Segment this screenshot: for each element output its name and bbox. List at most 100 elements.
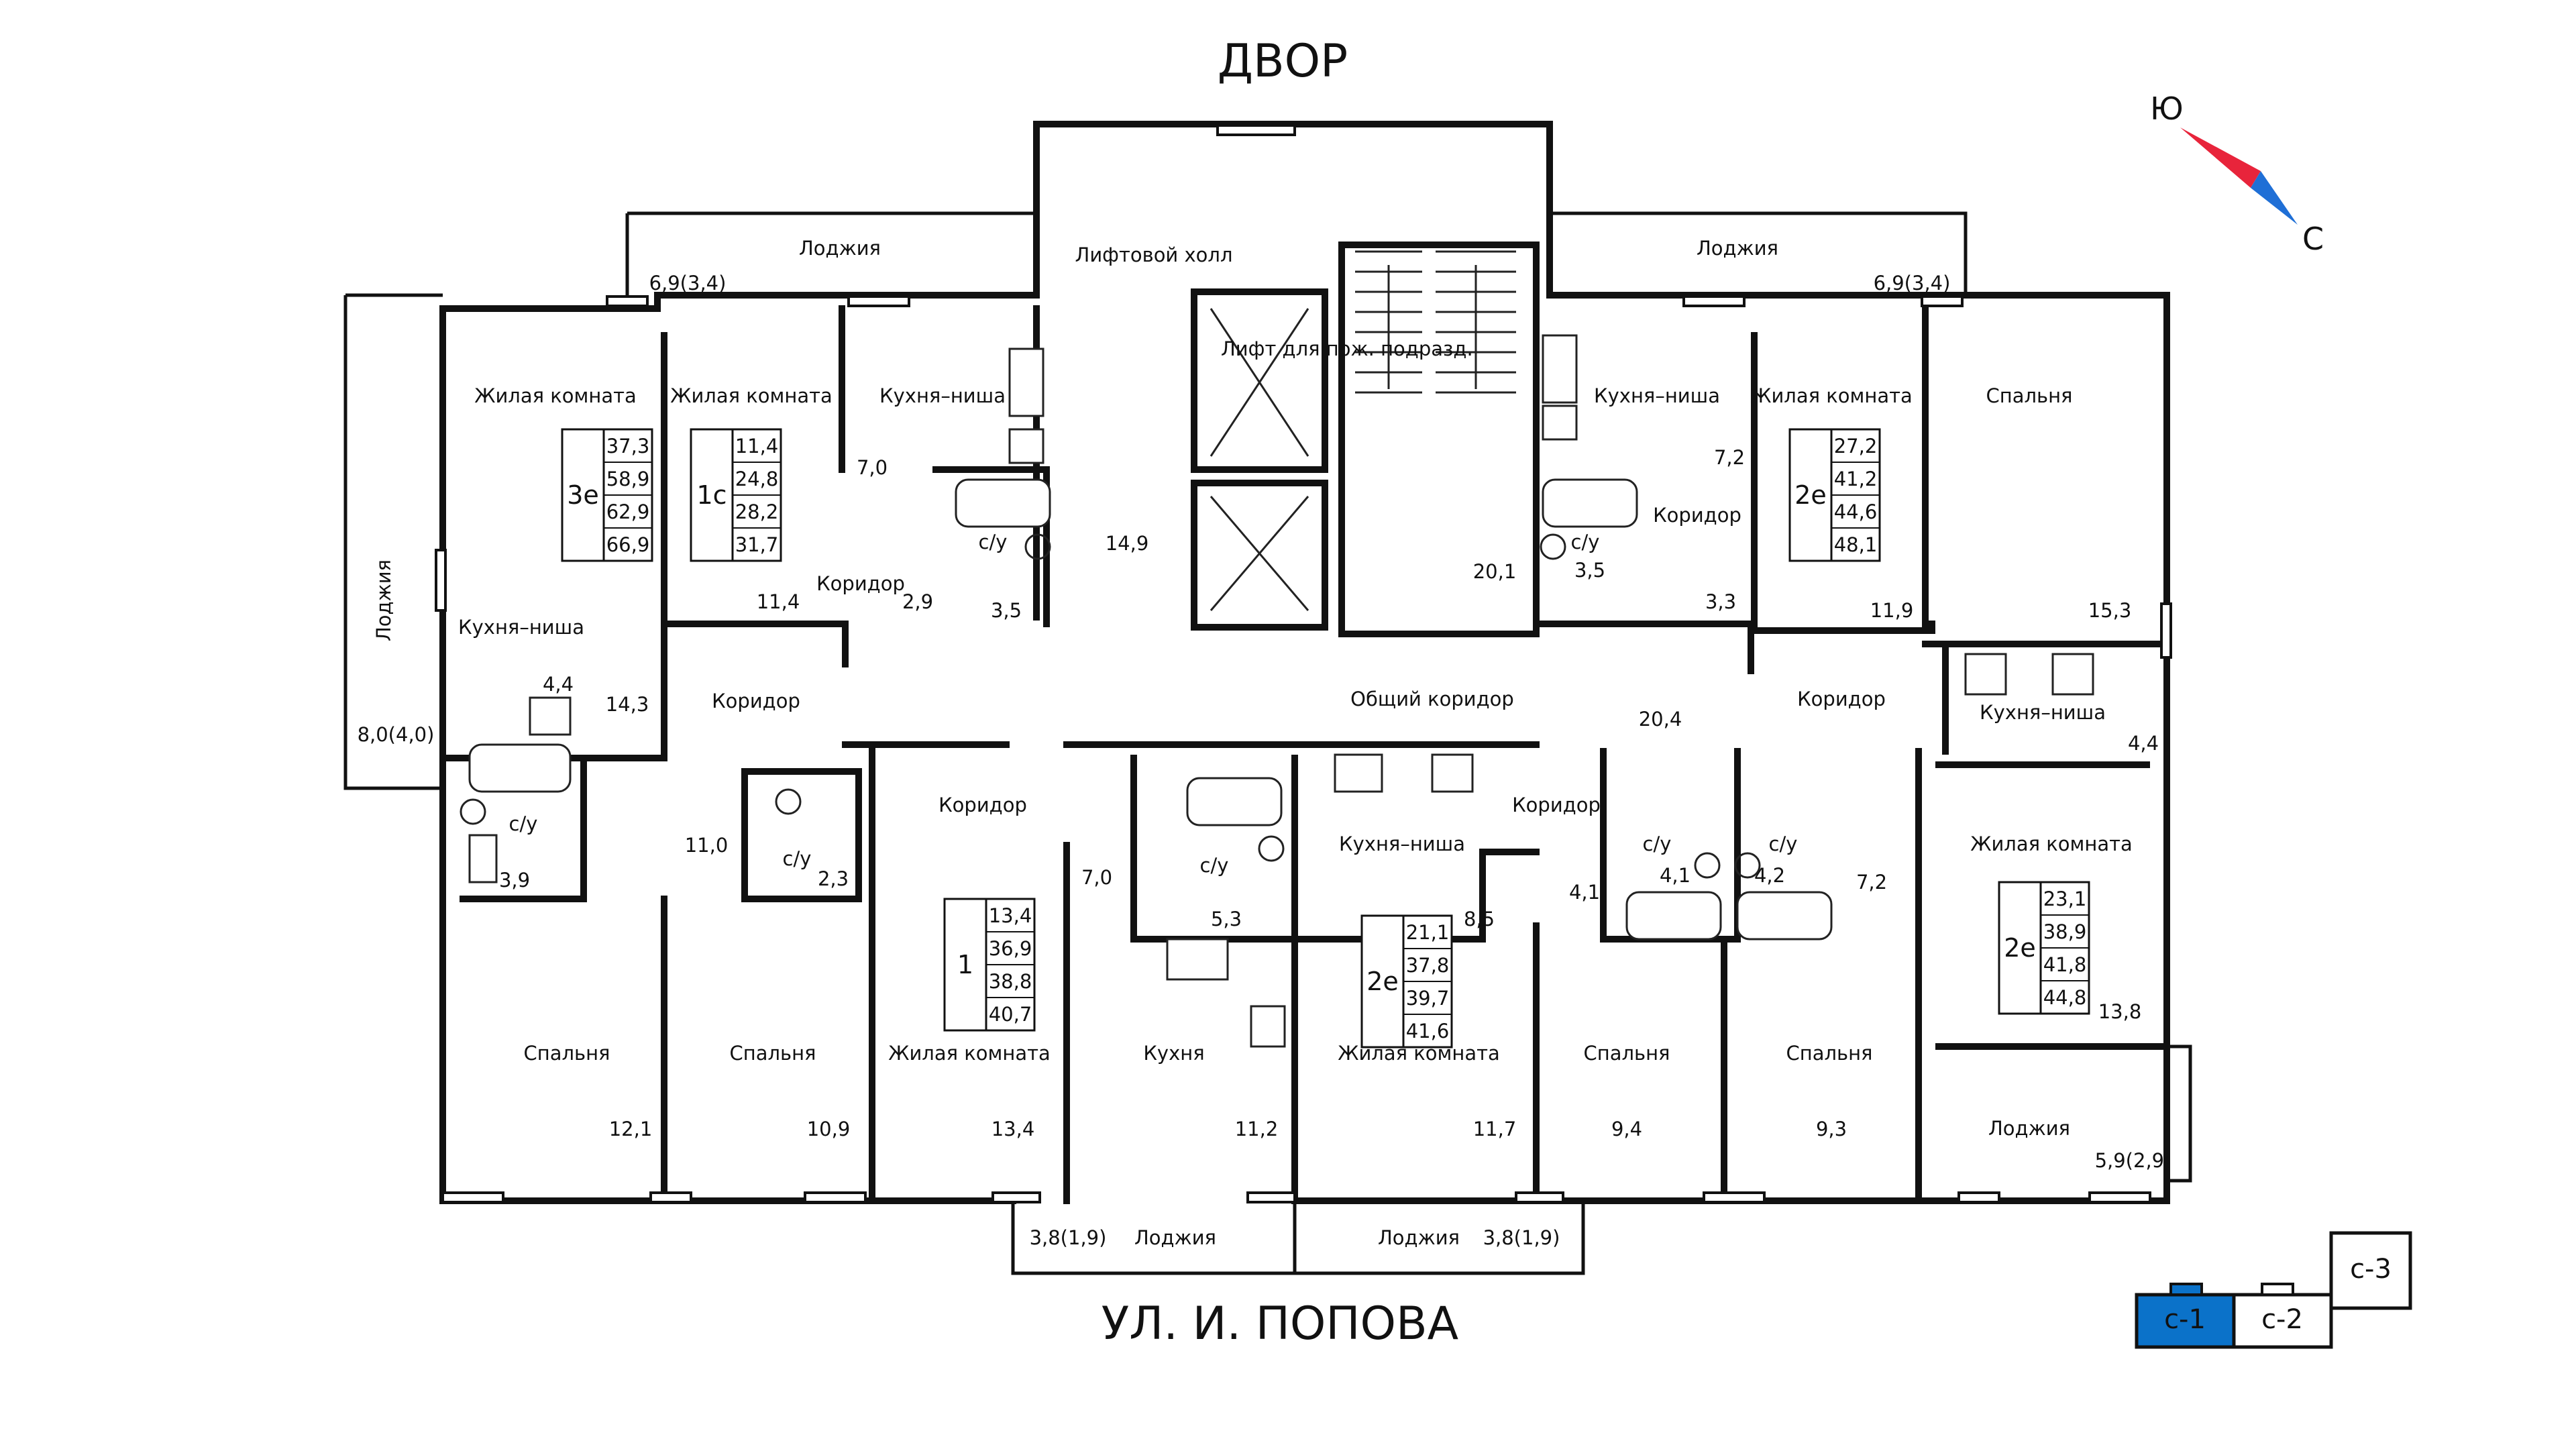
- compass-label-s: С: [2302, 221, 2324, 257]
- section-c2-label: с-2: [2261, 1304, 2303, 1335]
- f-corridor-area: 7,2: [1856, 871, 1887, 894]
- section-key: с-3 с-2 с-1: [2135, 1231, 2412, 1349]
- f-bath-area: 4,2: [1754, 864, 1785, 887]
- e-kitchen-label: Кухня–ниша: [1594, 384, 1720, 407]
- apartment-area-value: 23,1: [2043, 888, 2087, 910]
- d-bath-area: 4,1: [1660, 864, 1690, 887]
- apartment-area-value: 66,9: [606, 533, 650, 556]
- compass-needle-south-part: [2180, 127, 2261, 188]
- staircase: [1210, 250, 1516, 611]
- apartment-area-value: 39,7: [1406, 987, 1450, 1010]
- a-bedroom2-area: 10,9: [807, 1118, 851, 1140]
- d-kitchen-label: Кухня–ниша: [1339, 833, 1465, 855]
- f-bedroom-area: 9,3: [1816, 1118, 1847, 1140]
- a-bedroom1-label: Спальня: [523, 1042, 610, 1065]
- loggia-bottom-right-area: 3,8(1,9): [1483, 1226, 1560, 1249]
- e-corridor-label: Коридор: [1653, 504, 1741, 527]
- apartment-type: 2е: [1794, 480, 1827, 510]
- compass: Ю С: [2150, 91, 2324, 257]
- loggia-left-area: 8,0(4,0): [358, 723, 435, 746]
- a-corridor-area: 11,0: [685, 834, 729, 857]
- a-bath-area: 3,9: [499, 869, 530, 892]
- street-label: УЛ. И. ПОПОВА: [1102, 1297, 1458, 1350]
- lift-hall-label: Лифтовой холл: [1075, 244, 1233, 266]
- f-kitchen-area: 4,4: [2128, 732, 2159, 755]
- d-corridor-label: Коридор: [1512, 794, 1601, 816]
- loggia-top-left-label: Лоджия: [799, 237, 881, 260]
- apartment-area-value: 11,4: [735, 435, 779, 458]
- apartment-type: 2е: [1366, 967, 1399, 996]
- c-kitchen-area: 11,2: [1235, 1118, 1279, 1140]
- a-kitchen-label: Кухня–ниша: [458, 616, 584, 639]
- apartment-area-value: 36,9: [989, 937, 1032, 960]
- section-c3-label: с-3: [2350, 1254, 2392, 1285]
- loggia-top-right-area: 6,9(3,4): [1874, 272, 1951, 294]
- d-bedroom-label: Спальня: [1583, 1042, 1670, 1065]
- a-wc-label: с/у: [783, 847, 812, 870]
- section-c1-tab: [2169, 1283, 2203, 1296]
- f-living-area: 13,8: [2098, 1000, 2142, 1023]
- section-c1-label: с-1: [2164, 1304, 2206, 1335]
- apartment-area-value: 37,3: [606, 435, 650, 458]
- e-living-area: 11,9: [1870, 599, 1914, 622]
- loggia-top-right-label: Лоджия: [1697, 237, 1778, 260]
- apartment-type: 2е: [2004, 933, 2036, 963]
- e-living-label: Жилая комната: [1750, 384, 1913, 407]
- apartment-area-value: 38,9: [2043, 920, 2087, 943]
- apartment-area-value: 13,4: [989, 904, 1032, 927]
- b-bath-label: с/у: [979, 531, 1008, 553]
- a-living-area: 14,3: [606, 693, 649, 716]
- a-living-label: Жилая комната: [474, 384, 637, 407]
- e-bedroom-label: Спальня: [1986, 384, 2072, 407]
- f-bedroom-label: Спальня: [1786, 1042, 1872, 1065]
- apartment-area-value: 58,9: [606, 468, 650, 490]
- a-kitchen-area: 4,4: [543, 673, 574, 696]
- apartment-area-value: 24,8: [735, 468, 779, 490]
- a-wc-area: 2,3: [818, 867, 849, 890]
- a-bath-label: с/у: [509, 812, 538, 835]
- c-living-label: Жилая комната: [888, 1042, 1051, 1065]
- apartment-area-value: 44,8: [2043, 986, 2087, 1009]
- d-bath-label: с/у: [1643, 833, 1672, 855]
- fire-lift-label: Лифт для пож. подразд.: [1221, 337, 1473, 360]
- a-corridor-label: Коридор: [712, 690, 800, 712]
- b-living-area: 11,4: [757, 590, 800, 613]
- loggia-bottom-left-label: Лоджия: [1134, 1226, 1216, 1249]
- apartment-area-value: 37,8: [1406, 954, 1450, 977]
- fixtures: [460, 334, 2094, 1048]
- loggia-right-label: Лоджия: [1988, 1117, 2070, 1140]
- d-living-area: 11,7: [1473, 1118, 1517, 1140]
- f-living-label: Жилая комната: [1970, 833, 2133, 855]
- apartment-area-value: 27,2: [1834, 435, 1878, 458]
- apartment-type: 3е: [567, 480, 599, 510]
- d-corridor-area: 8,5: [1464, 908, 1495, 930]
- b-corridor-area: 2,9: [902, 590, 933, 613]
- d-extra-area: 4,1: [1569, 881, 1600, 904]
- section-c3[interactable]: [2329, 1231, 2412, 1310]
- apartment-area-value: 48,1: [1834, 533, 1878, 556]
- apartment-type: 1: [957, 950, 973, 979]
- f-bath-label: с/у: [1769, 833, 1798, 855]
- c-bath-area: 5,3: [1211, 908, 1242, 930]
- a-bedroom2-label: Спальня: [729, 1042, 816, 1065]
- loggia-top-left-area: 6,9(3,4): [649, 272, 727, 294]
- apartment-area-value: 44,6: [1834, 500, 1878, 523]
- common-corridor-area: 20,4: [1639, 708, 1682, 731]
- e-kitchen-area: 7,2: [1714, 446, 1745, 469]
- b-living-label: Жилая комната: [670, 384, 833, 407]
- apartment-area-value: 62,9: [606, 500, 650, 523]
- apartment-area-value: 40,7: [989, 1003, 1032, 1026]
- c-kitchen-label: Кухня: [1143, 1042, 1204, 1065]
- f-corridor-label: Коридор: [1797, 688, 1886, 710]
- loggia-bottom-right-label: Лоджия: [1378, 1226, 1460, 1249]
- loggia-bottom-left-area: 3,8(1,9): [1030, 1226, 1107, 1249]
- section-c2[interactable]: [2232, 1293, 2333, 1349]
- apartment-area-value: 41,8: [2043, 953, 2087, 976]
- apartment-area-value: 31,7: [735, 533, 779, 556]
- apartment-type: 1с: [696, 480, 727, 510]
- c-living-area: 13,4: [991, 1118, 1035, 1140]
- apartment-area-value: 41,2: [1834, 468, 1878, 490]
- common-corridor-label: Общий коридор: [1350, 688, 1514, 710]
- common-areas: Лифтовой холл 14,9 Лифт для пож. подразд…: [1075, 244, 1682, 731]
